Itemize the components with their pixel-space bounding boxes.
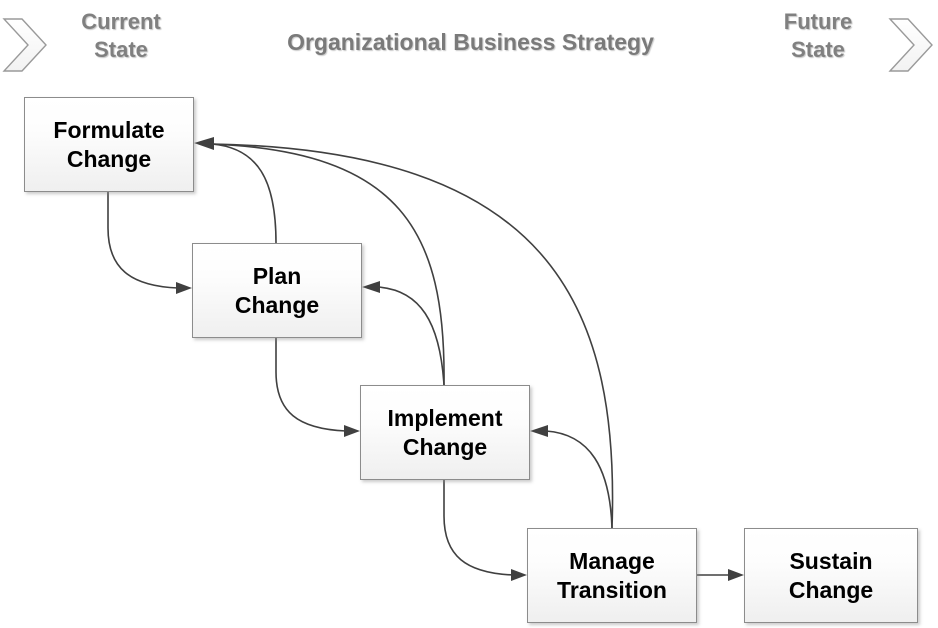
future-state-label: Future State [783,9,853,62]
edge-plan-to-formulate-feedback [211,143,277,244]
arrowhead-formulate-right [194,137,214,150]
arrowhead-plan-right [362,281,380,293]
edge-implement-to-formulate-feedback [211,143,445,386]
process-box-sustain-change[interactable]: Sustain Change [744,528,918,623]
diagram-title: Organizational Business Strategy [287,29,654,55]
arrowhead-plan-left [176,282,192,294]
arrowhead-implement-left [344,425,360,437]
chevron-right-icon [2,16,48,74]
edge-plan-to-implement [275,338,347,432]
current-state-label: Current State [81,9,161,62]
edge-implement-to-manage [443,480,514,576]
process-box-implement-change[interactable]: Implement Change [360,385,530,480]
edge-formulate-to-plan [107,192,179,289]
process-box-formulate-change[interactable]: Formulate Change [24,97,194,192]
process-box-manage-transition[interactable]: Manage Transition [527,528,697,623]
edge-implement-to-plan-feedback [377,286,445,386]
process-box-plan-change[interactable]: Plan Change [192,243,362,338]
edge-manage-to-formulate-feedback [211,143,614,529]
arrowhead-sustain-left [728,569,744,581]
edge-manage-to-implement-feedback [545,430,613,529]
arrowhead-implement-right [530,425,548,437]
chevron-right-icon [888,16,934,74]
arrowhead-manage-left [511,569,527,581]
